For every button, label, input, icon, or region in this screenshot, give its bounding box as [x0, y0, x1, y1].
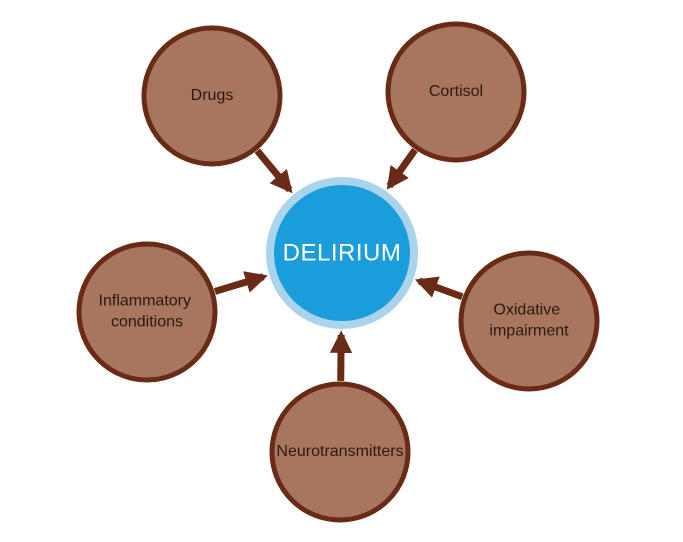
node-cortisol-label-line: Cortisol	[429, 83, 483, 100]
arrows-layer	[213, 147, 464, 382]
center-node: DELIRIUM	[266, 177, 418, 329]
node-oxidative-impairment-label-line-1: Oxidative	[493, 302, 560, 319]
node-drugs-circle	[141, 25, 283, 167]
node-inflammatory-conditions-label-line-1: Inflammatory	[99, 293, 191, 310]
arrow-oxidative-to-delirium	[414, 276, 464, 301]
node-neurotransmitters-label-line: Neurotransmitters	[276, 443, 403, 460]
node-cortisol: Cortisol	[385, 21, 527, 163]
node-neurotransmitters: Neurotransmitters	[269, 381, 411, 523]
arrow-inflammatory-to-delirium	[213, 271, 268, 295]
node-oxidative-impairment: Oxidative impairment	[458, 250, 600, 392]
center-node-label: DELIRIUM	[283, 239, 402, 266]
arrow-cortisol-to-delirium	[386, 147, 418, 190]
node-inflammatory-conditions-circle	[76, 241, 218, 383]
node-inflammatory-conditions-label-line-2: conditions	[111, 314, 183, 331]
center-node-circle	[274, 185, 410, 321]
node-inflammatory-conditions: Inflammatory conditions	[76, 241, 218, 383]
node-cortisol-circle	[385, 21, 527, 163]
node-inflammatory-conditions-label: Inflammatory conditions	[99, 293, 196, 331]
arrow-drugs-to-delirium	[254, 148, 293, 194]
node-cortisol-label: Cortisol	[429, 83, 483, 100]
node-drugs: Drugs	[141, 25, 283, 167]
node-drugs-label: Drugs	[191, 87, 234, 104]
node-oxidative-impairment-circle	[458, 250, 600, 392]
node-oxidative-impairment-label: Oxidative impairment	[489, 302, 569, 340]
node-neurotransmitters-label: Neurotransmitters	[276, 443, 403, 460]
node-oxidative-impairment-label-line-2: impairment	[489, 323, 569, 340]
node-neurotransmitters-circle	[269, 381, 411, 523]
node-drugs-label-line: Drugs	[191, 87, 234, 104]
